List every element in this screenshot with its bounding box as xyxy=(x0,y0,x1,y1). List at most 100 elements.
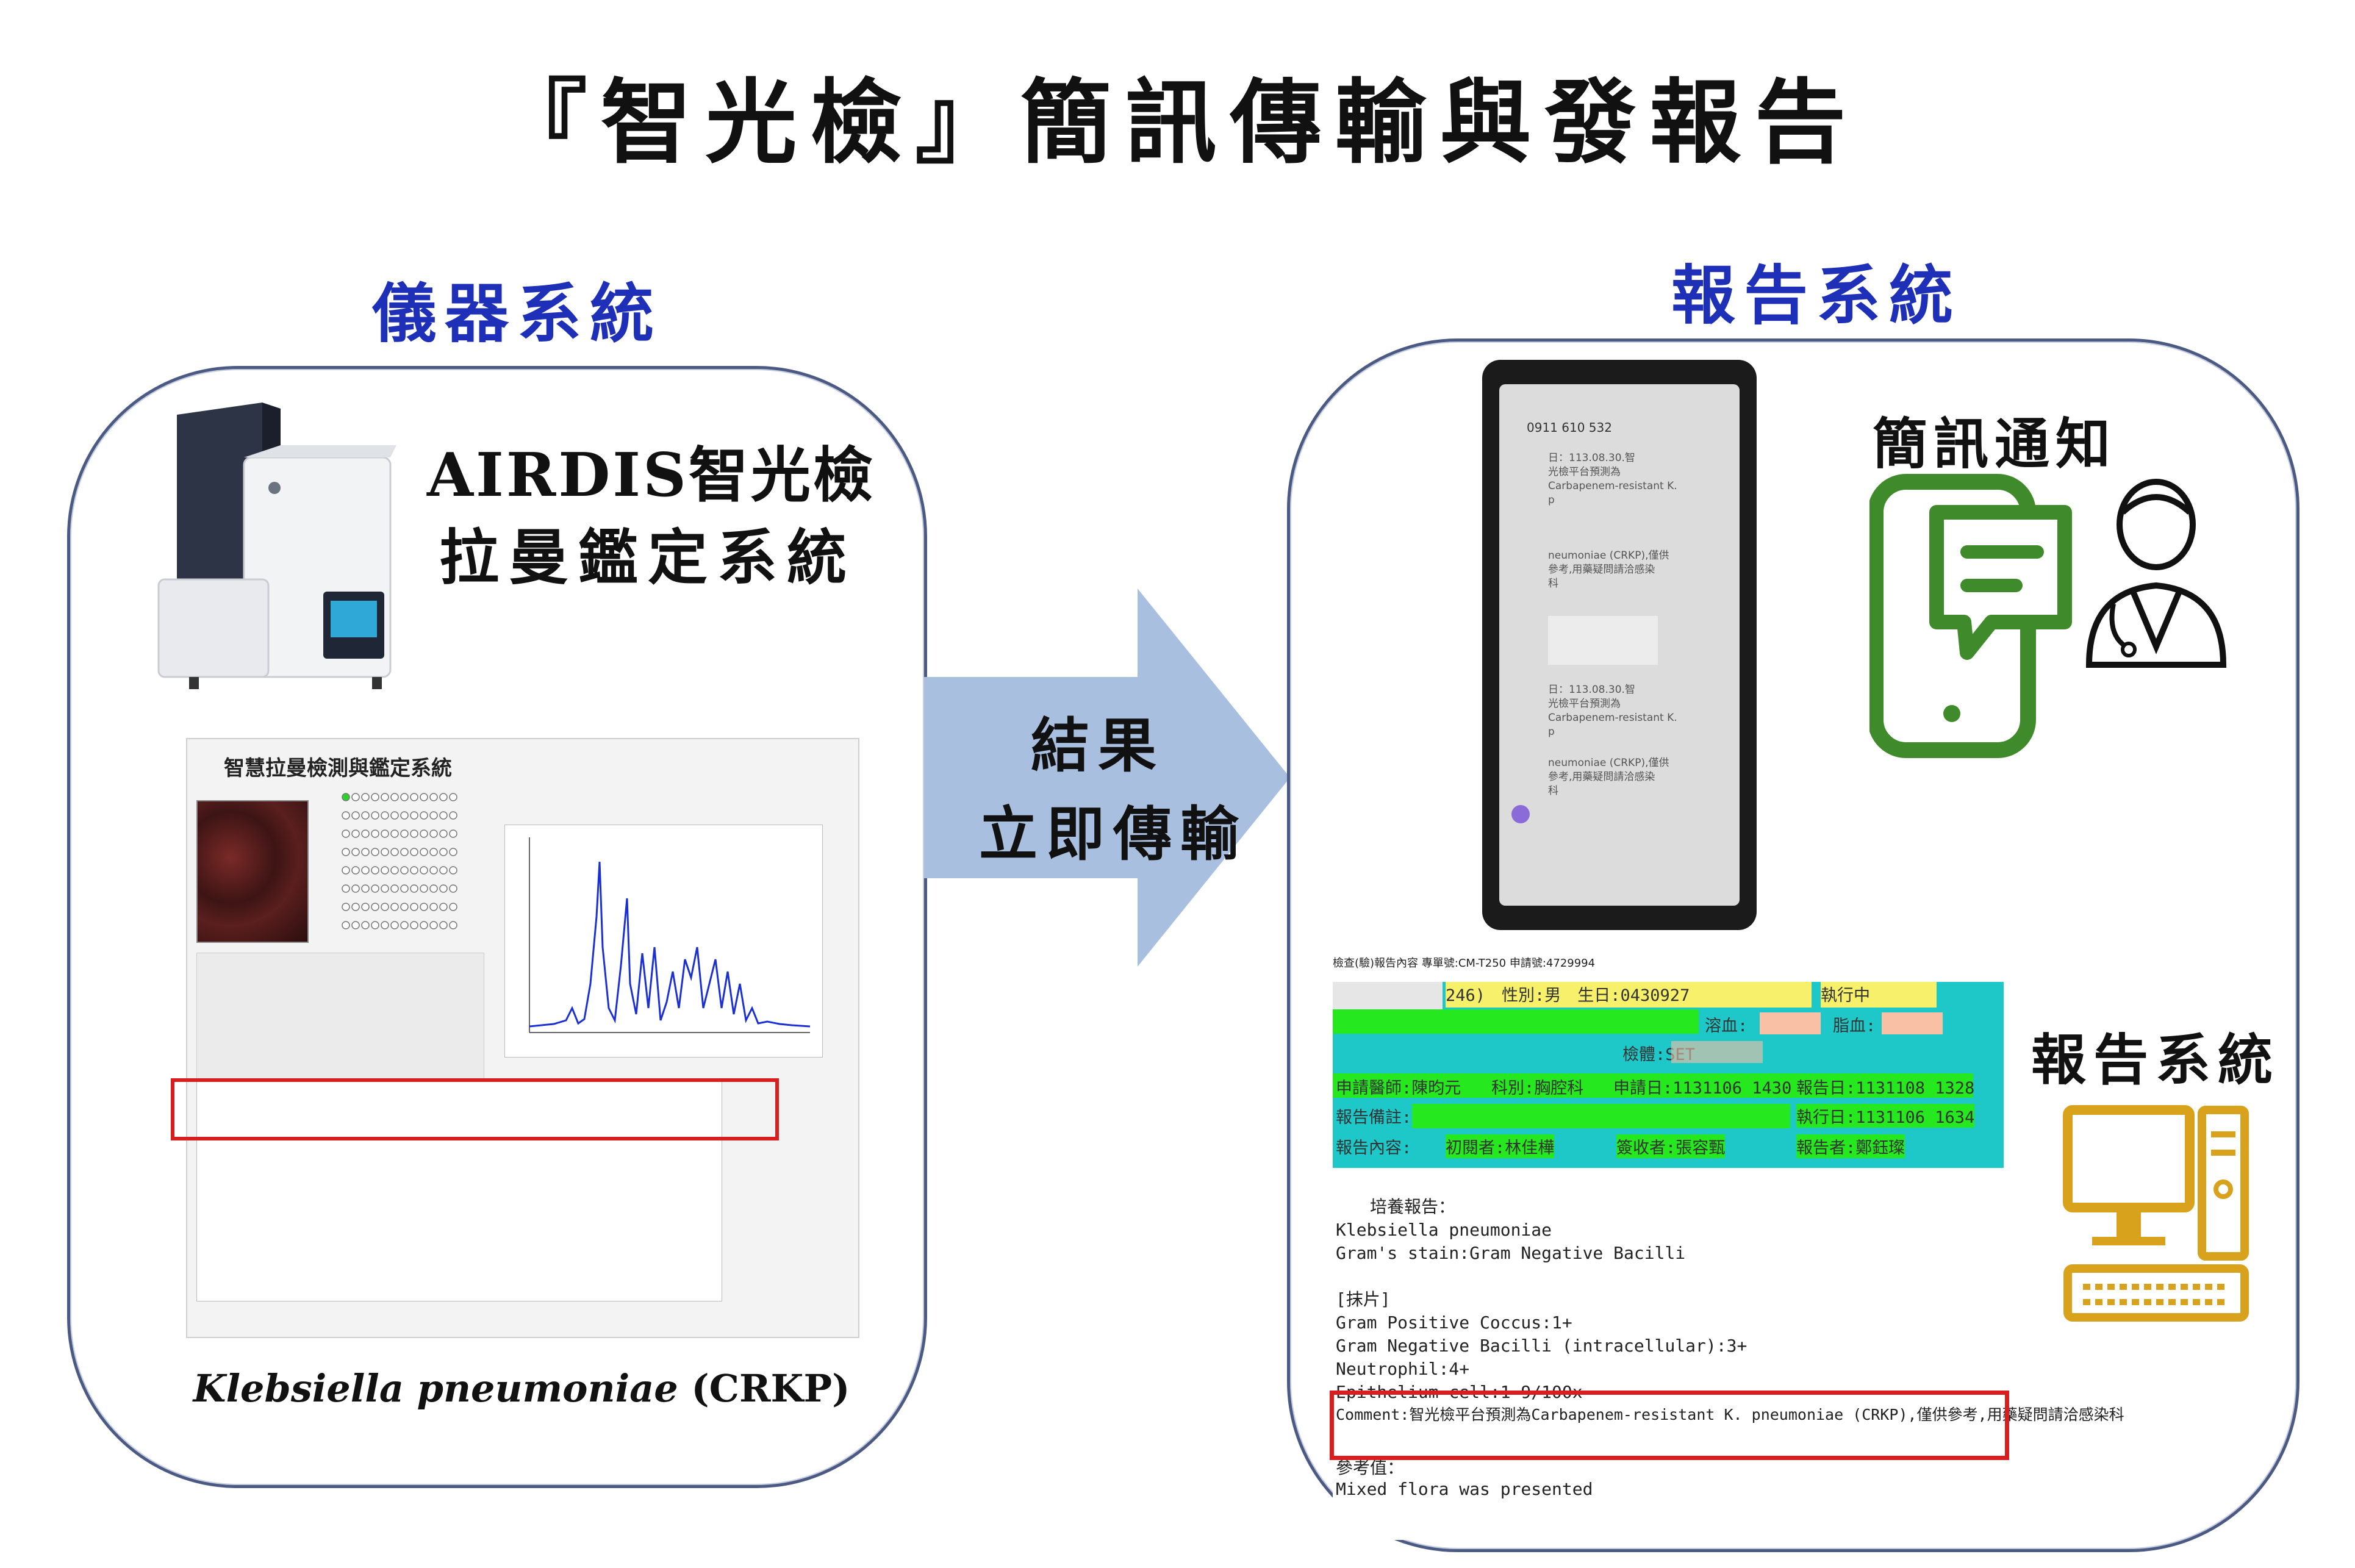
well xyxy=(449,903,457,911)
well xyxy=(449,829,457,838)
well xyxy=(361,829,370,838)
well xyxy=(381,793,389,801)
computer-icon xyxy=(2063,1105,2249,1322)
well xyxy=(410,866,418,875)
doctor-row xyxy=(1333,1073,1973,1098)
well xyxy=(381,848,389,856)
well xyxy=(410,921,418,929)
receiver-field: 簽收者:張容甄 xyxy=(1616,1134,1726,1158)
apply-date-field: 申請日:1131106 1430 xyxy=(1613,1079,1792,1098)
well xyxy=(390,921,399,929)
well xyxy=(400,829,409,838)
result-table xyxy=(196,1081,722,1301)
well xyxy=(400,884,409,893)
well-plate-icon xyxy=(342,793,457,929)
well xyxy=(390,903,399,911)
well xyxy=(342,903,350,911)
well xyxy=(400,793,409,801)
test-name-field xyxy=(1333,1009,1699,1034)
well xyxy=(420,903,428,911)
well xyxy=(439,921,448,929)
well xyxy=(351,829,360,838)
well xyxy=(410,884,418,893)
well xyxy=(371,829,379,838)
well xyxy=(439,866,448,875)
well xyxy=(429,811,438,820)
sms-redacted-block xyxy=(1548,616,1658,665)
well xyxy=(439,848,448,856)
well xyxy=(381,829,389,838)
report-body: 培養報告： Klebsiella pneumoniae Gram's stain… xyxy=(1336,1197,1747,1402)
well xyxy=(361,884,370,893)
report-comment: Comment:智光檢平台預測為Carbapenem-resistant K. … xyxy=(1336,1406,2124,1423)
well xyxy=(351,866,360,875)
report-footer: Mixed flora was presented xyxy=(1336,1479,1593,1499)
well xyxy=(351,848,360,856)
well xyxy=(400,866,409,875)
system-name-line2: 拉曼鑑定系統 xyxy=(439,523,857,593)
well xyxy=(361,793,370,801)
well xyxy=(420,811,428,820)
report-header: 檢查(驗)報告內容 專單號:CM-T250 申請號:4729994 xyxy=(1333,957,1596,970)
well xyxy=(449,866,457,875)
well xyxy=(342,829,350,838)
well xyxy=(371,884,379,893)
well xyxy=(449,811,457,820)
department-field: 科別:胸腔科 xyxy=(1491,1079,1584,1098)
result-highlight-box xyxy=(171,1078,779,1140)
well xyxy=(351,811,360,820)
well xyxy=(449,884,457,893)
well xyxy=(449,921,457,929)
well xyxy=(381,866,389,875)
right-arrow-icon xyxy=(924,589,1290,967)
doctor-field: 申請醫師:陳昀元 xyxy=(1336,1079,1461,1098)
sms-message-4: neumoniae (CRKP),僅供參考,用藥疑問請洽感染科 xyxy=(1548,757,1669,797)
well xyxy=(351,884,360,893)
well xyxy=(439,884,448,893)
instrument-system-label: 儀器系統 xyxy=(372,276,663,351)
lipemia-value xyxy=(1882,1012,1943,1034)
well xyxy=(342,848,350,856)
organism-caption: Klebsiella pneumoniae (CRKP) xyxy=(186,1366,857,1411)
well xyxy=(390,829,399,838)
raman-spectrum-plot xyxy=(504,825,823,1058)
well xyxy=(361,811,370,820)
main-title: 『智光檢』簡訊傳輸與發報告 xyxy=(495,69,1860,176)
well xyxy=(342,884,350,893)
status-field: 執行中 xyxy=(1821,982,1937,1008)
well xyxy=(361,921,370,929)
organism-suffix: (CRKP) xyxy=(678,1366,850,1411)
sex-dob-field: 246) 性別:男 生日:0430927 xyxy=(1446,982,1812,1008)
well xyxy=(410,793,418,801)
well xyxy=(342,921,350,929)
well xyxy=(410,903,418,911)
well xyxy=(400,921,409,929)
report-system-header-label: 報告系統 xyxy=(1671,257,1962,333)
sms-notification-label: 簡訊通知 xyxy=(1873,412,2117,476)
well xyxy=(400,848,409,856)
remark-value xyxy=(1412,1104,1790,1128)
arrow-text-line2: 立即傳輸 xyxy=(979,800,1247,868)
well xyxy=(390,848,399,856)
lipemia-label: 脂血: xyxy=(1833,1017,1876,1036)
system-name-line1: AIRDIS智光檢 xyxy=(427,440,875,510)
well xyxy=(449,793,457,801)
well xyxy=(439,793,448,801)
reporter-field: 報告者:鄭鈺璨 xyxy=(1796,1134,1905,1158)
lab-report-screenshot: 檢查(驗)報告內容 專單號:CM-T250 申請號:4729994 246) 性… xyxy=(1333,954,2124,1540)
well xyxy=(410,811,418,820)
phone-message-doctor-icon xyxy=(1869,474,2227,758)
remark-field: 報告備註: xyxy=(1336,1108,1412,1127)
well xyxy=(342,866,350,875)
well xyxy=(420,793,428,801)
sms-message-2: neumoniae (CRKP),僅供參考,用藥疑問請洽感染科 xyxy=(1548,550,1669,590)
well xyxy=(420,921,428,929)
well xyxy=(371,903,379,911)
well xyxy=(342,793,350,801)
well xyxy=(439,829,448,838)
comment-highlight-box xyxy=(1330,1391,2009,1460)
well xyxy=(429,884,438,893)
